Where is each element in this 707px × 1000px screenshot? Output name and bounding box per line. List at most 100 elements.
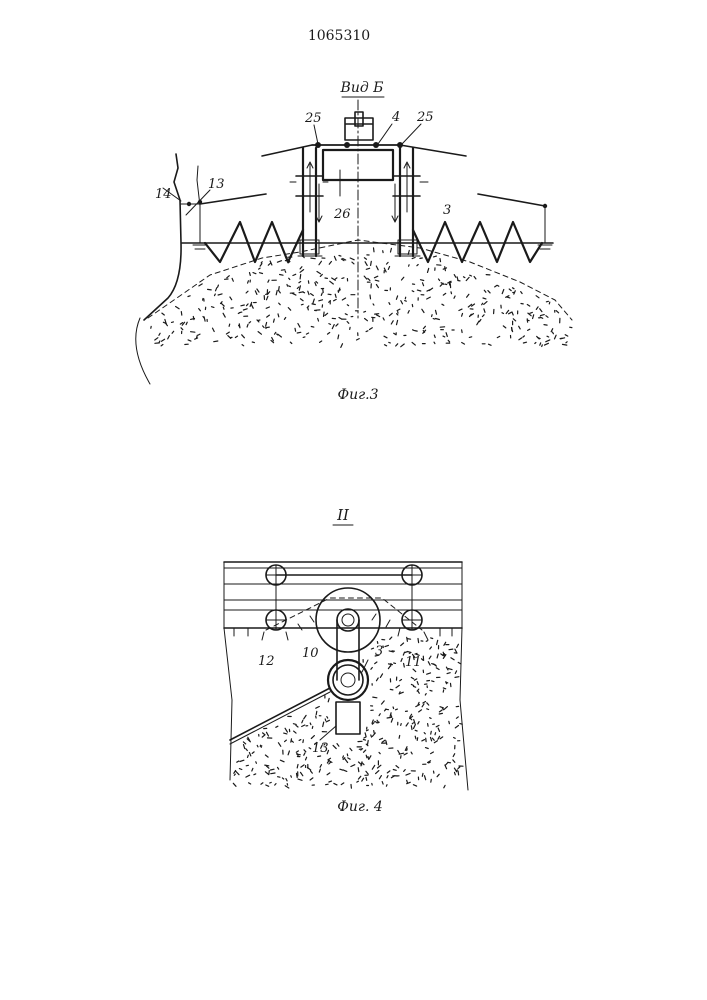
gravel-speck [319,261,321,264]
gravel-speck [323,289,324,293]
gravel-speck [308,291,309,294]
gravel-speck [249,783,251,784]
gravel-speck [316,711,317,714]
gravel-speck [239,324,240,328]
gravel-speck [396,766,399,768]
gravel-speck [397,314,398,315]
gravel-speck [204,317,205,321]
gravel-speck [376,266,378,270]
gravel-speck [391,321,393,324]
gravel-speck [302,720,303,723]
gravel-speck [547,336,549,337]
fig4-label-13: 13 [312,741,329,756]
gravel-speck [391,248,392,252]
gravel-speck [285,728,287,732]
gravel-speck [311,327,314,328]
gravel-speck [430,647,432,649]
gravel-speck [417,682,418,685]
gravel-speck [489,344,492,345]
gravel-speck [364,258,366,260]
gravel-speck [294,731,296,733]
gravel-speck [387,776,388,778]
fig4-drum-10 [316,588,380,652]
gravel-speck [301,304,303,305]
gravel-speck [446,763,448,765]
gravel-speck [521,292,522,294]
gravel-speck [280,275,283,276]
gravel-speck [528,329,530,330]
gravel-speck [320,765,321,768]
gravel-speck [309,748,311,749]
gravel-speck [422,773,423,776]
gravel-speck [437,640,438,644]
gravel-speck [271,769,275,770]
fig4-frame [224,562,468,790]
gravel-speck [385,709,387,711]
gravel-speck [357,339,360,340]
gravel-speck [377,678,379,681]
gravel-speck [186,322,187,324]
gravel-speck [385,345,387,346]
gravel-speck [512,312,513,315]
gravel-speck [459,309,462,310]
gravel-speck [188,296,190,297]
gravel-speck [357,781,359,782]
gravel-speck [218,285,219,287]
gravel-speck [319,769,320,772]
gravel-speck [252,752,254,754]
gravel-speck [336,324,338,326]
gravel-speck [289,286,291,287]
gravel-speck [300,275,301,279]
gravel-speck [268,280,269,282]
gravel-speck [198,334,200,335]
gravel-speck [249,322,251,323]
gravel-speck [329,324,331,325]
gravel-speck [555,335,557,339]
gravel-speck [350,258,354,260]
gravel-speck [262,735,265,737]
gravel-speck [252,342,254,343]
gravel-speck [546,340,550,342]
gravel-speck [458,771,459,775]
gravel-speck [252,768,253,771]
gravel-speck [248,281,249,283]
gravel-speck [365,262,367,266]
gravel-speck [246,749,248,751]
gravel-speck [423,326,425,328]
gravel-speck [412,291,414,292]
gravel-speck [251,304,253,308]
gravel-speck [414,686,416,687]
gravel-speck [552,332,553,334]
gravel-speck [411,684,413,685]
gravel-speck [347,305,348,306]
gravel-speck [396,685,399,687]
gravel-speck [546,301,548,302]
gravel-speck [387,771,390,773]
gravel-speck [388,666,390,669]
gravel-speck [436,668,439,670]
gravel-speck [432,738,434,740]
gravel-speck [540,343,541,345]
gravel-speck [237,761,239,762]
gravel-speck [454,768,456,771]
gravel-speck [479,320,481,322]
gravel-speck [345,759,348,763]
gravel-speck [229,324,230,326]
gravel-speck [541,315,545,316]
gravel-speck [399,736,400,739]
gravel-speck [335,278,337,279]
gravel-speck [401,301,403,304]
gravel-speck [248,755,249,757]
gravel-speck [401,659,402,662]
gravel-speck [427,709,429,710]
gravel-speck [278,334,281,337]
gravel-speck [320,341,322,342]
patent-number: 1065310 [308,28,370,44]
gravel-speck [246,775,250,777]
gravel-speck [181,312,182,316]
gravel-speck [338,288,339,292]
gravel-speck [432,681,434,682]
gravel-speck [351,765,355,767]
gravel-speck [375,721,377,722]
gravel-speck [341,344,343,348]
